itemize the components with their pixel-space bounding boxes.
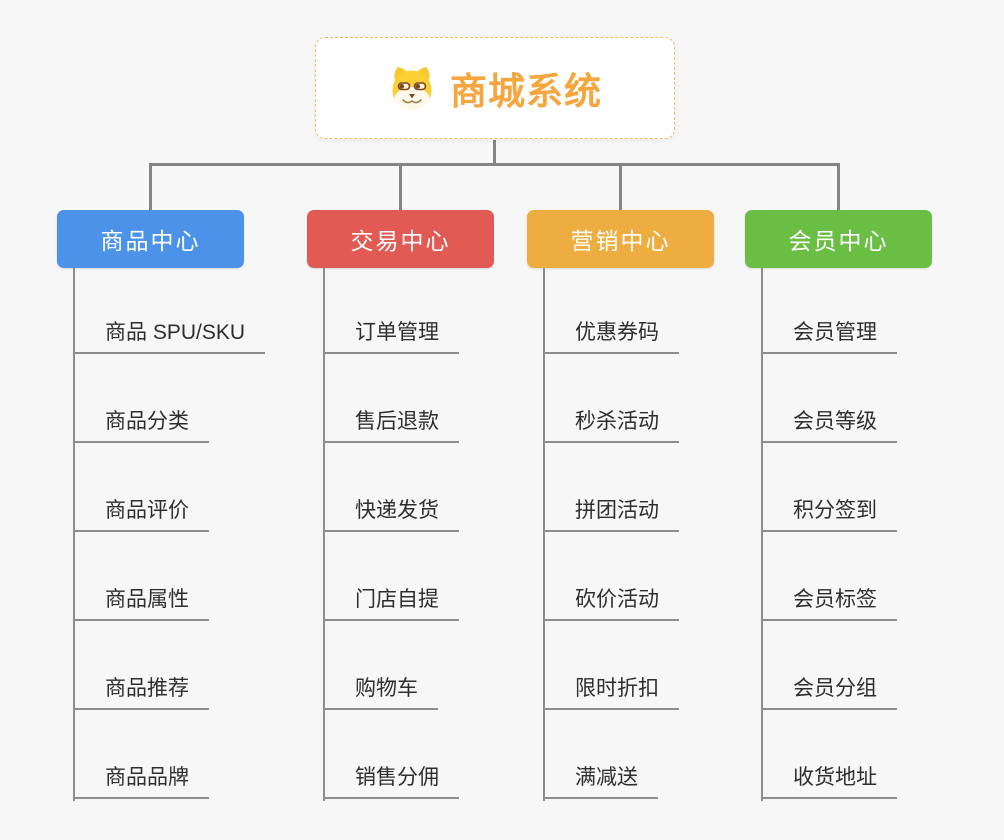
topic-label[interactable]: 商品品牌 bbox=[73, 766, 209, 799]
topic-label[interactable]: 会员等级 bbox=[761, 410, 897, 443]
list-item: 会员分组 bbox=[761, 621, 1001, 710]
topic-label[interactable]: 会员分组 bbox=[761, 677, 897, 710]
topic-label[interactable]: 商品评价 bbox=[73, 499, 209, 532]
topic-label[interactable]: 商品推荐 bbox=[73, 677, 209, 710]
list-item: 商品分类 bbox=[73, 354, 313, 443]
list-item: 商品评价 bbox=[73, 443, 313, 532]
list-item: 积分签到 bbox=[761, 443, 1001, 532]
topic-label[interactable]: 满减送 bbox=[543, 766, 658, 799]
topic-label[interactable]: 订单管理 bbox=[323, 321, 459, 354]
column-spine bbox=[761, 268, 763, 801]
list-item: 商品品牌 bbox=[73, 710, 313, 799]
branch-node-marketing[interactable]: 营销中心 bbox=[527, 210, 714, 268]
list-item: 商品推荐 bbox=[73, 621, 313, 710]
dog-face-icon bbox=[388, 66, 436, 110]
topic-label[interactable]: 砍价活动 bbox=[543, 588, 679, 621]
list-item: 优惠券码 bbox=[543, 268, 783, 354]
connector-stub-trade bbox=[399, 163, 402, 210]
root-node[interactable]: 商城系统 bbox=[315, 37, 675, 139]
root-title: 商城系统 bbox=[450, 71, 602, 112]
topic-label[interactable]: 秒杀活动 bbox=[543, 410, 679, 443]
list-item: 秒杀活动 bbox=[543, 354, 783, 443]
topic-label[interactable]: 优惠券码 bbox=[543, 321, 679, 354]
list-item: 拼团活动 bbox=[543, 443, 783, 532]
list-item: 满减送 bbox=[543, 710, 783, 799]
list-item: 会员等级 bbox=[761, 354, 1001, 443]
list-item: 砍价活动 bbox=[543, 532, 783, 621]
topic-list: 会员管理 会员等级 积分签到 会员标签 会员分组 收货地址 bbox=[761, 268, 1001, 799]
topic-label[interactable]: 会员管理 bbox=[761, 321, 897, 354]
list-item: 商品 SPU/SKU bbox=[73, 268, 313, 354]
topic-label[interactable]: 商品属性 bbox=[73, 588, 209, 621]
topic-label[interactable]: 购物车 bbox=[323, 677, 438, 710]
topic-label[interactable]: 售后退款 bbox=[323, 410, 459, 443]
topic-list: 优惠券码 秒杀活动 拼团活动 砍价活动 限时折扣 满减送 bbox=[543, 268, 783, 799]
column-product: 商品 SPU/SKU 商品分类 商品评价 商品属性 商品推荐 商品品牌 bbox=[73, 268, 313, 801]
branch-node-member[interactable]: 会员中心 bbox=[745, 210, 932, 268]
topic-label[interactable]: 会员标签 bbox=[761, 588, 897, 621]
connector-stub-product bbox=[149, 163, 152, 210]
connector-stub-member bbox=[837, 163, 840, 210]
branch-node-product[interactable]: 商品中心 bbox=[57, 210, 244, 268]
connector-stub-marketing bbox=[619, 163, 622, 210]
topic-label[interactable]: 商品分类 bbox=[73, 410, 209, 443]
topic-label[interactable]: 商品 SPU/SKU bbox=[73, 321, 266, 354]
column-marketing: 优惠券码 秒杀活动 拼团活动 砍价活动 限时折扣 满减送 bbox=[543, 268, 783, 801]
topic-list: 商品 SPU/SKU 商品分类 商品评价 商品属性 商品推荐 商品品牌 bbox=[73, 268, 313, 799]
list-item: 订单管理 bbox=[323, 268, 563, 354]
topic-list: 订单管理 售后退款 快递发货 门店自提 购物车 销售分佣 bbox=[323, 268, 563, 799]
column-spine bbox=[323, 268, 325, 801]
column-trade: 订单管理 售后退款 快递发货 门店自提 购物车 销售分佣 bbox=[323, 268, 563, 801]
column-spine bbox=[543, 268, 545, 801]
list-item: 快递发货 bbox=[323, 443, 563, 532]
column-member: 会员管理 会员等级 积分签到 会员标签 会员分组 收货地址 bbox=[761, 268, 1001, 801]
topic-label[interactable]: 收货地址 bbox=[761, 766, 897, 799]
list-item: 会员管理 bbox=[761, 268, 1001, 354]
topic-label[interactable]: 限时折扣 bbox=[543, 677, 679, 710]
branch-node-trade[interactable]: 交易中心 bbox=[307, 210, 494, 268]
topic-label[interactable]: 拼团活动 bbox=[543, 499, 679, 532]
connector-root-stub bbox=[493, 140, 496, 164]
connector-bus bbox=[149, 163, 840, 166]
list-item: 购物车 bbox=[323, 621, 563, 710]
list-item: 会员标签 bbox=[761, 532, 1001, 621]
list-item: 收货地址 bbox=[761, 710, 1001, 799]
topic-label[interactable]: 积分签到 bbox=[761, 499, 897, 532]
list-item: 售后退款 bbox=[323, 354, 563, 443]
column-spine bbox=[73, 268, 75, 801]
list-item: 门店自提 bbox=[323, 532, 563, 621]
topic-label[interactable]: 门店自提 bbox=[323, 588, 459, 621]
topic-label[interactable]: 快递发货 bbox=[323, 499, 459, 532]
list-item: 销售分佣 bbox=[323, 710, 563, 799]
list-item: 商品属性 bbox=[73, 532, 313, 621]
topic-label[interactable]: 销售分佣 bbox=[323, 766, 459, 799]
list-item: 限时折扣 bbox=[543, 621, 783, 710]
